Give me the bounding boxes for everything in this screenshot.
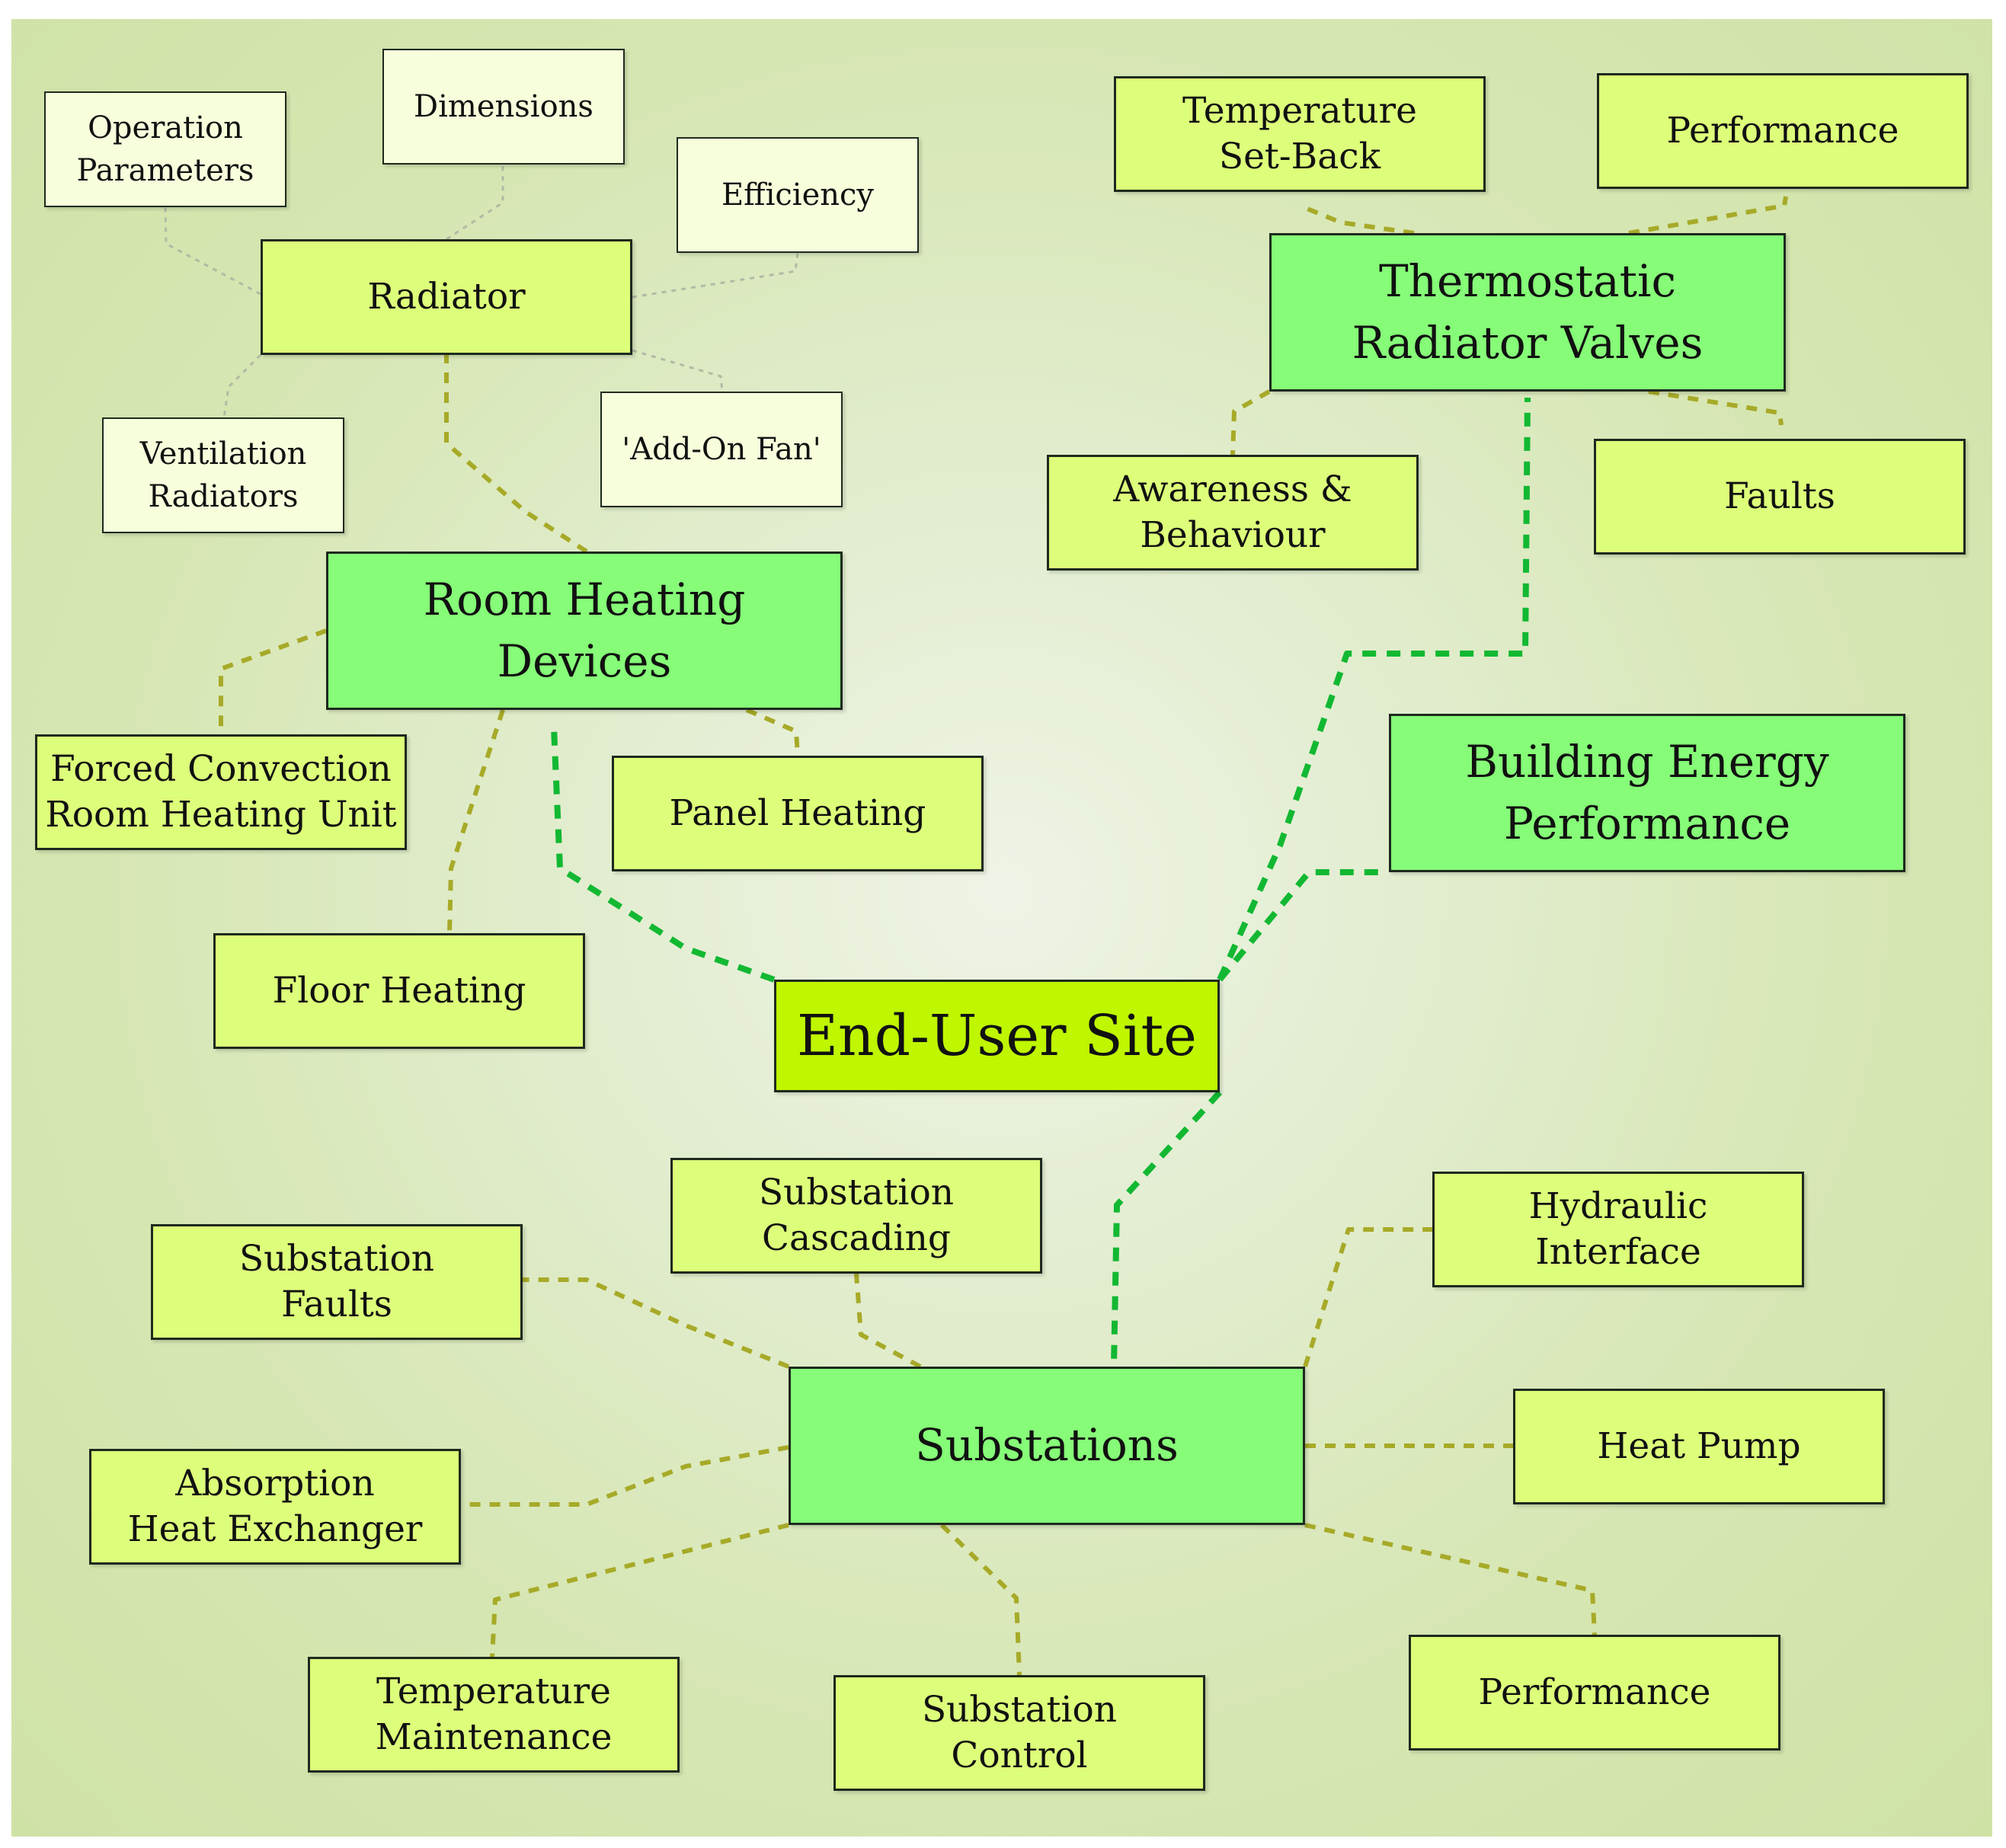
node-temperature-maintenance: Temperature Maintenance — [308, 1657, 680, 1773]
node-panel-heating: Panel Heating — [612, 756, 984, 871]
node-building-energy-performance: Building Energy Performance — [1389, 714, 1905, 872]
node-substation-cascading: Substation Cascading — [670, 1158, 1042, 1274]
link-radiator-add-on-fan — [632, 349, 724, 392]
node-ventilation-radiators: Ventilation Radiators — [102, 417, 344, 533]
node-efficiency: Efficiency — [677, 137, 919, 253]
link-room-forced-convection — [219, 628, 328, 734]
node-dimensions: Dimensions — [382, 49, 625, 165]
node-absorption-heat-exchanger: Absorption Heat Exchanger — [89, 1449, 461, 1565]
link-sub-performance — [1304, 1523, 1597, 1635]
link-room-radiator — [444, 355, 588, 554]
node-trv-performance: Performance — [1597, 73, 1969, 189]
link-sub-control — [939, 1523, 1022, 1676]
node-thermostatic-radiator-valves: Thermostatic Radiator Valves — [1269, 233, 1786, 392]
node-radiator: Radiator — [261, 239, 632, 355]
node-end-user-site: End-User Site — [774, 980, 1220, 1092]
node-add-on-fan: 'Add-On Fan' — [600, 392, 843, 507]
node-forced-convection-room-heating-unit: Forced Convection Room Heating Unit — [35, 734, 407, 850]
link-room-panel-heating — [745, 708, 800, 756]
node-temperature-set-back: Temperature Set-Back — [1114, 76, 1486, 192]
link-radiator-dimensions — [446, 165, 504, 241]
link-trv-faults — [1648, 389, 1784, 426]
node-room-heating-devices: Room Heating Devices — [326, 552, 843, 710]
link-radiator-efficiency — [632, 252, 799, 299]
node-hydraulic-interface: Hydraulic Interface — [1432, 1172, 1804, 1287]
link-sub-temp-maintenance — [490, 1523, 789, 1658]
link-radiator-operation-parameters — [164, 206, 261, 296]
link-root-substations — [1111, 1090, 1222, 1367]
link-root-trv — [1217, 397, 1531, 981]
node-heat-pump: Heat Pump — [1513, 1389, 1885, 1504]
link-room-floor-heating — [447, 709, 505, 934]
node-substation-control: Substation Control — [833, 1675, 1205, 1791]
link-sub-absorption — [461, 1445, 789, 1507]
link-trv-performance — [1628, 196, 1788, 235]
node-substation-faults: Substation Faults — [151, 1224, 523, 1340]
link-trv-awareness — [1230, 389, 1271, 456]
node-substations-performance: Performance — [1409, 1635, 1780, 1750]
link-sub-cascading — [854, 1273, 922, 1369]
node-operation-parameters: Operation Parameters — [44, 91, 286, 207]
node-awareness-behaviour: Awareness & Behaviour — [1047, 455, 1419, 571]
node-substations: Substations — [789, 1367, 1305, 1525]
node-trv-faults: Faults — [1594, 439, 1966, 555]
link-sub-hydraulic — [1303, 1227, 1432, 1367]
link-sub-faults — [523, 1277, 790, 1369]
link-radiator-ventilation — [222, 353, 262, 418]
node-floor-heating: Floor Heating — [213, 933, 585, 1049]
link-trv-set-back — [1298, 203, 1415, 235]
